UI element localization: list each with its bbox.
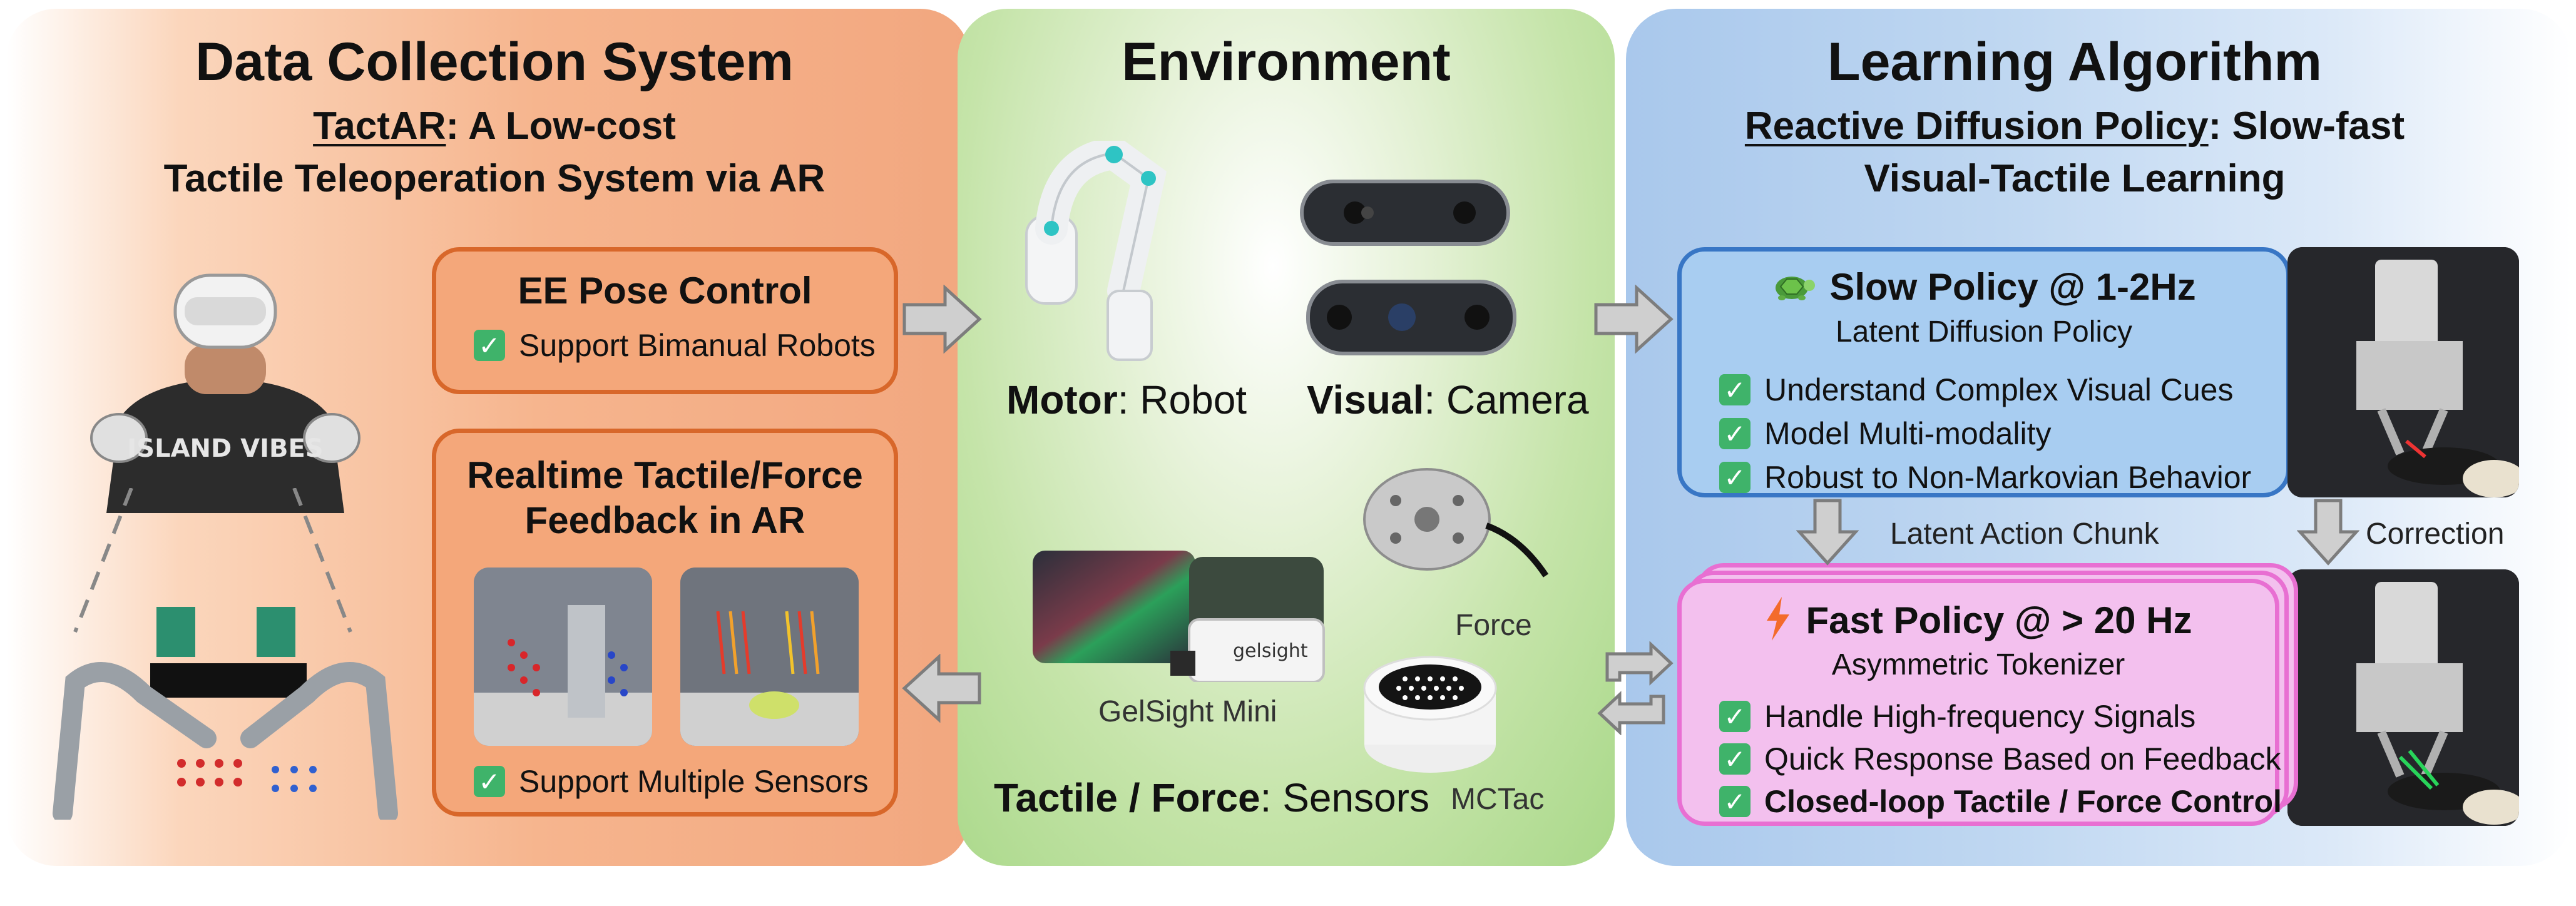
rdp-link[interactable]: Reactive Diffusion Policy (1744, 104, 2209, 148)
learning-algorithm-title: Learning Algorithm (1827, 32, 2322, 92)
slow-policy-title: Slow Policy @ 1-2Hz (1829, 266, 2196, 308)
check-icon: ✓ (1719, 418, 1751, 449)
robot-arm-image (1020, 136, 1214, 366)
ee-pose-control-box: EE Pose Control ✓ Support Bimanual Robot… (432, 247, 898, 394)
fast-policy-header: Fast Policy @ > 20 Hz (1682, 597, 2275, 644)
arrow-right-icon (902, 285, 982, 354)
gelsight-label: GelSight Mini (1098, 695, 1277, 728)
mctac-image (1361, 651, 1499, 776)
ee-pose-title: EE Pose Control (518, 270, 812, 312)
latent-action-chunk-label: Latent Action Chunk (1890, 517, 2159, 551)
policy-rollout-photo-2 (2287, 569, 2519, 826)
check-item: ✓Handle High-frequency Signals (1719, 698, 2275, 735)
ar-robot-scene (50, 607, 401, 823)
arrow-down-icon (1796, 499, 1859, 566)
depth-camera-image (1296, 175, 1521, 375)
shirt-logo: ISLAND VIBES (127, 434, 323, 463)
realtime-feedback-title: Realtime Tactile/Force Feedback in AR (467, 454, 863, 541)
tactile-force-sensors-label: Tactile / Force: Sensors (994, 775, 1429, 820)
check-icon: ✓ (1719, 462, 1751, 493)
slow-policy-list: ✓Understand Complex Visual Cues ✓Model M… (1719, 372, 2286, 496)
motor-robot-label: Motor: Robot (1006, 377, 1247, 422)
check-item: ✓Understand Complex Visual Cues (1719, 372, 2286, 408)
fast-policy-subtitle: Asymmetric Tokenizer (1831, 648, 2125, 681)
policy-rollout-photo-1 (2287, 247, 2519, 497)
arrow-right-icon (1594, 285, 1674, 354)
ar-feedback-photo-2 (680, 568, 859, 746)
realtime-feedback-box: Realtime Tactile/Force Feedback in AR ✓ … (432, 429, 898, 817)
check-item: ✓Robust to Non-Markovian Behavior (1719, 459, 2286, 496)
operator-photo: ISLAND VIBES (81, 250, 369, 513)
slow-policy-box: Slow Policy @ 1-2Hz Latent Diffusion Pol… (1677, 247, 2291, 497)
check-item: ✓ Support Bimanual Robots (474, 327, 894, 364)
environment-panel (958, 9, 1615, 866)
data-collection-title: Data Collection System (195, 32, 794, 92)
slow-policy-header: Slow Policy @ 1-2Hz (1682, 265, 2286, 308)
check-icon: ✓ (1719, 374, 1751, 405)
force-label: Force (1455, 609, 1532, 642)
gelsight-brand-text: gelsight (1233, 640, 1308, 662)
check-item: ✓Closed-loop Tactile / Force Control (1719, 783, 2282, 820)
check-icon: ✓ (1719, 743, 1751, 775)
force-sensor-image (1358, 463, 1558, 594)
check-icon: ✓ (474, 766, 505, 797)
exchange-arrows-icon (1597, 641, 1674, 735)
environment-title: Environment (1122, 32, 1451, 92)
lightning-icon (1764, 597, 1792, 644)
gelsight-mini-image: gelsight (1026, 538, 1339, 683)
check-icon: ✓ (1719, 786, 1751, 817)
fast-policy-box: Fast Policy @ > 20 Hz Asymmetric Tokeniz… (1677, 579, 2282, 826)
turtle-icon (1772, 269, 1816, 305)
ar-feedback-photo-1 (474, 568, 652, 746)
fast-policy-list: ✓Handle High-frequency Signals ✓Quick Re… (1719, 698, 2282, 820)
correction-label: Correction (2366, 517, 2505, 551)
arrow-down-icon (2297, 499, 2359, 566)
check-item: ✓Quick Response Based on Feedback (1719, 741, 2281, 777)
fast-policy-title: Fast Policy @ > 20 Hz (1806, 599, 2192, 641)
check-item: ✓Model Multi-modality (1719, 415, 2286, 452)
arrow-left-icon (902, 654, 981, 723)
mctac-label: MCTac (1451, 783, 1545, 816)
check-item: ✓ Support Multiple Sensors (474, 763, 869, 800)
projection-lines (73, 488, 352, 633)
rdp-subtitle: Reactive Diffusion Policy: Slow-fast Vis… (1744, 104, 2405, 200)
visual-camera-label: Visual: Camera (1307, 377, 1589, 422)
check-icon: ✓ (474, 330, 505, 361)
slow-policy-subtitle: Latent Diffusion Policy (1835, 315, 2133, 349)
tactar-link[interactable]: TactAR (313, 104, 446, 148)
check-icon: ✓ (1719, 701, 1751, 732)
tactar-subtitle: TactAR: A Low-cost Tactile Teleoperation… (163, 104, 825, 200)
